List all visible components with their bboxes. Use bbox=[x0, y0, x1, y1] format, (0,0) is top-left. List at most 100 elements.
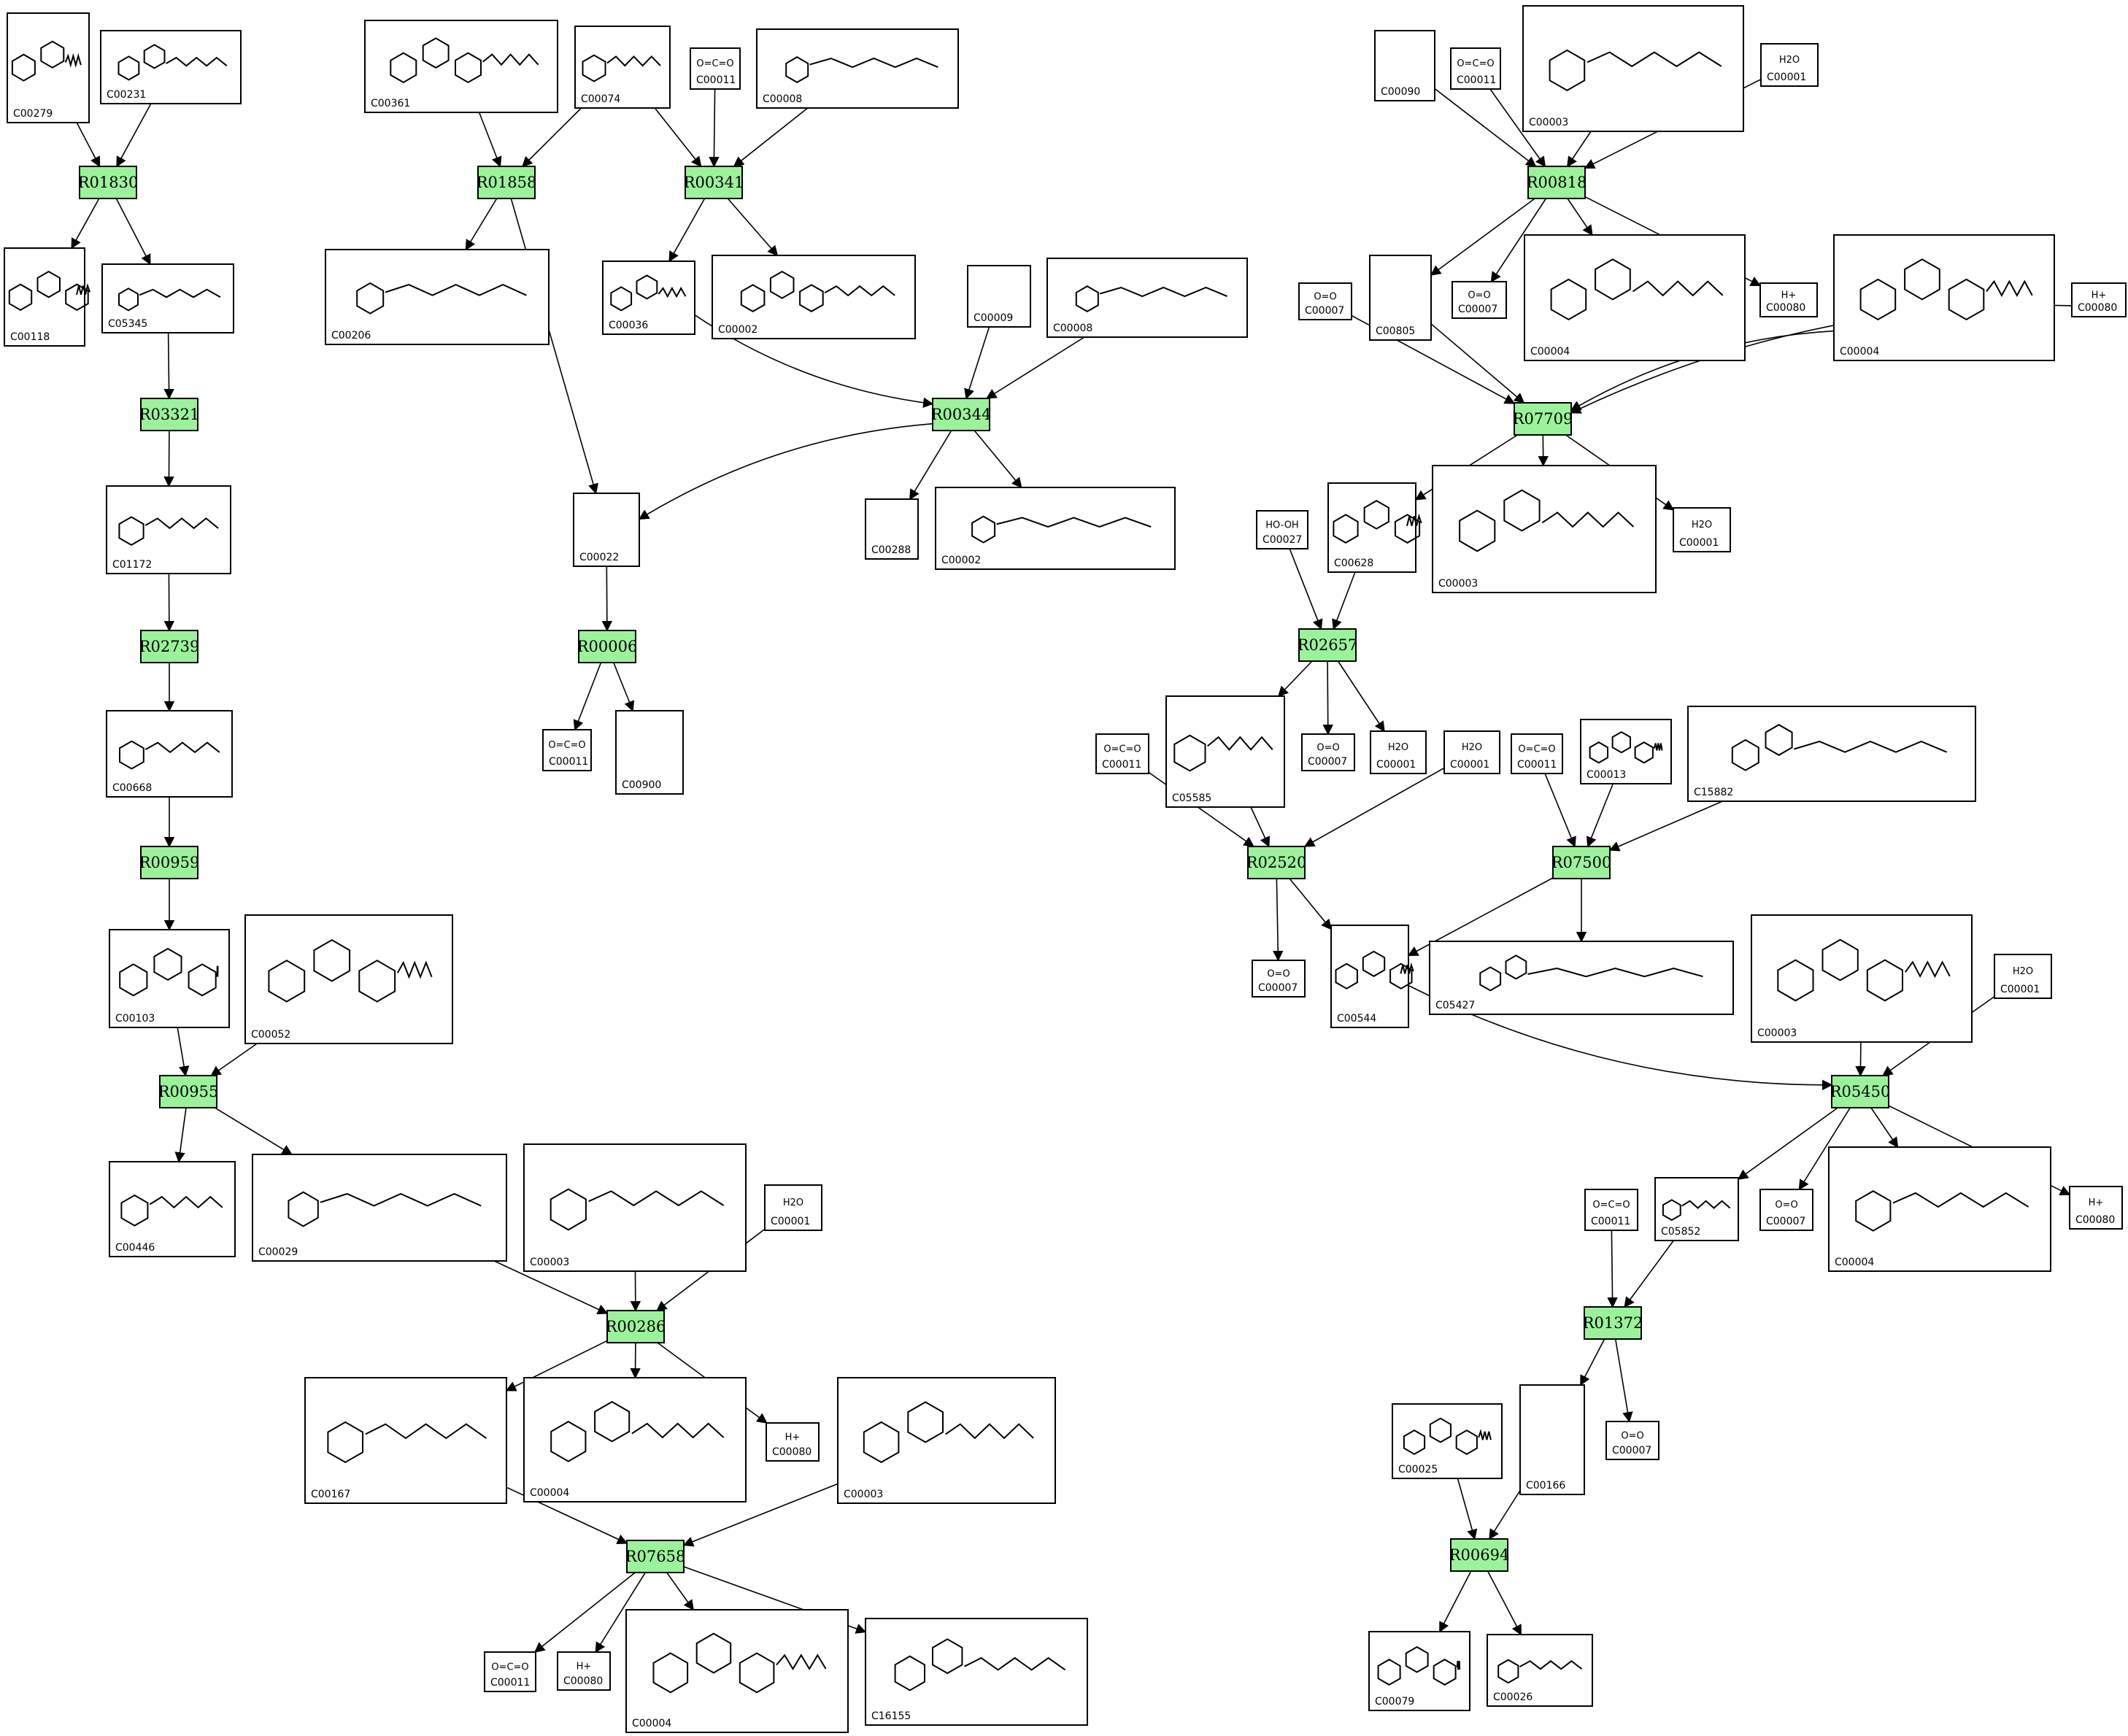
reaction-r01372[interactable]: R01372 bbox=[1583, 1306, 1643, 1340]
reaction-r00959[interactable]: R00959 bbox=[139, 846, 200, 879]
compound-c00003e[interactable]: C00003 bbox=[837, 1377, 1056, 1504]
compound-c00206[interactable]: C00206 bbox=[325, 249, 550, 345]
compound-c00080e[interactable]: H+C00080 bbox=[557, 1651, 611, 1691]
compound-c00231[interactable]: C00231 bbox=[100, 30, 242, 104]
chain-sketch bbox=[1632, 280, 1724, 297]
compound-c00805[interactable]: C00805 bbox=[1369, 255, 1432, 341]
reaction-r00341[interactable]: R00341 bbox=[684, 166, 744, 199]
compound-c00288[interactable]: C00288 bbox=[865, 498, 919, 560]
compound-c00080c[interactable]: H+C00080 bbox=[2069, 1186, 2123, 1230]
compound-c00004e[interactable]: C00004 bbox=[625, 1609, 849, 1733]
compound-c00004d[interactable]: C00004 bbox=[523, 1377, 747, 1502]
edge-r00955-c00446 bbox=[174, 1107, 187, 1163]
compound-c00052[interactable]: C00052 bbox=[244, 914, 453, 1044]
compound-c00022[interactable]: C00022 bbox=[573, 493, 640, 567]
compound-c00025[interactable]: C00025 bbox=[1392, 1403, 1503, 1479]
reaction-r01858[interactable]: R01858 bbox=[477, 166, 537, 199]
compound-c00009[interactable]: C00009 bbox=[967, 265, 1031, 328]
reaction-r00955[interactable]: R00955 bbox=[158, 1075, 219, 1108]
compound-c00026[interactable]: C00026 bbox=[1487, 1634, 1593, 1707]
chain-sketch bbox=[1478, 1429, 1492, 1440]
compound-c05852[interactable]: C05852 bbox=[1654, 1177, 1739, 1241]
reaction-r00344[interactable]: R00344 bbox=[931, 398, 992, 431]
reaction-label: R00286 bbox=[606, 1318, 666, 1335]
reaction-r02657[interactable]: R02657 bbox=[1298, 628, 1358, 662]
compound-c00080d[interactable]: H+C00080 bbox=[766, 1422, 820, 1462]
compound-c00361[interactable]: C00361 bbox=[364, 20, 558, 113]
compound-c00002a[interactable]: C00002 bbox=[712, 255, 916, 339]
compound-c00668[interactable]: C00668 bbox=[106, 710, 233, 798]
compound-formula: H2O bbox=[783, 1197, 803, 1208]
compound-c00003d[interactable]: C00003 bbox=[523, 1143, 747, 1272]
reaction-r07658[interactable]: R07658 bbox=[625, 1540, 686, 1573]
reaction-r07500[interactable]: R07500 bbox=[1551, 846, 1612, 879]
reaction-r07709[interactable]: R07709 bbox=[1513, 402, 1573, 436]
reaction-r00286[interactable]: R00286 bbox=[606, 1310, 666, 1343]
compound-c00279[interactable]: C00279 bbox=[7, 12, 90, 123]
compound-id-label: C00003 bbox=[844, 1489, 883, 1500]
compound-c00008[interactable]: C00008 bbox=[756, 28, 959, 109]
compound-c16155[interactable]: C16155 bbox=[865, 1618, 1088, 1726]
chain-sketch bbox=[385, 284, 527, 296]
compound-c05585[interactable]: C05585 bbox=[1165, 695, 1285, 808]
reaction-r02520[interactable]: R02520 bbox=[1246, 846, 1307, 879]
compound-c00013[interactable]: C00013 bbox=[1580, 719, 1672, 784]
compound-c00167[interactable]: C00167 bbox=[304, 1377, 507, 1504]
compound-c15882[interactable]: C15882 bbox=[1687, 706, 1976, 802]
compound-c00544[interactable]: C00544 bbox=[1330, 925, 1414, 1028]
compound-c05345[interactable]: C05345 bbox=[101, 263, 234, 333]
compound-c00004a[interactable]: C00004 bbox=[1524, 234, 1746, 361]
compound-c00166[interactable]: C00166 bbox=[1519, 1384, 1585, 1495]
reaction-r00006[interactable]: R00006 bbox=[577, 630, 638, 663]
compound-c00036[interactable]: C00036 bbox=[602, 261, 695, 335]
reaction-r01830[interactable]: R01830 bbox=[78, 166, 139, 199]
compound-c00029[interactable]: C00029 bbox=[252, 1154, 507, 1262]
compound-c00004b[interactable]: C00004 bbox=[1833, 234, 2055, 361]
reaction-r00694[interactable]: R00694 bbox=[1449, 1538, 1510, 1572]
compound-c00080a[interactable]: H+C00080 bbox=[1759, 282, 1818, 317]
reaction-r03321[interactable]: R03321 bbox=[139, 398, 200, 431]
compound-c00628[interactable]: C00628 bbox=[1327, 482, 1422, 573]
compound-c00003c[interactable]: C00003 bbox=[1751, 914, 1973, 1043]
compound-c00003a[interactable]: C00003 bbox=[1522, 5, 1744, 132]
compound-c00004c[interactable]: C00004 bbox=[1828, 1146, 2051, 1272]
compound-c00003b[interactable]: C00003 bbox=[1432, 465, 1657, 593]
compound-c00079[interactable]: C00079 bbox=[1368, 1631, 1470, 1711]
reaction-r05450[interactable]: R05450 bbox=[1830, 1075, 1891, 1108]
compound-c05427[interactable]: C05427 bbox=[1429, 941, 1734, 1015]
compound-c00446[interactable]: C00446 bbox=[109, 1161, 236, 1257]
compound-c00002b[interactable]: C00002 bbox=[935, 487, 1176, 570]
compound-c00090[interactable]: C00090 bbox=[1374, 30, 1435, 101]
compound-box bbox=[967, 265, 1031, 328]
compound-c00103[interactable]: C00103 bbox=[109, 929, 230, 1028]
compound-c00074[interactable]: C00074 bbox=[574, 26, 671, 109]
compound-c01172[interactable]: C01172 bbox=[106, 485, 231, 574]
compound-c00008b[interactable]: C00008 bbox=[1046, 258, 1248, 338]
ring-sketch bbox=[739, 1652, 775, 1694]
reaction-r00818[interactable]: R00818 bbox=[1527, 166, 1587, 199]
compound-c00900[interactable]: C00900 bbox=[615, 710, 684, 795]
reaction-r02739[interactable]: R02739 bbox=[139, 630, 200, 663]
compound-c00118[interactable]: C00118 bbox=[4, 247, 90, 347]
compound-c00080b[interactable]: H+C00080 bbox=[2071, 282, 2127, 317]
